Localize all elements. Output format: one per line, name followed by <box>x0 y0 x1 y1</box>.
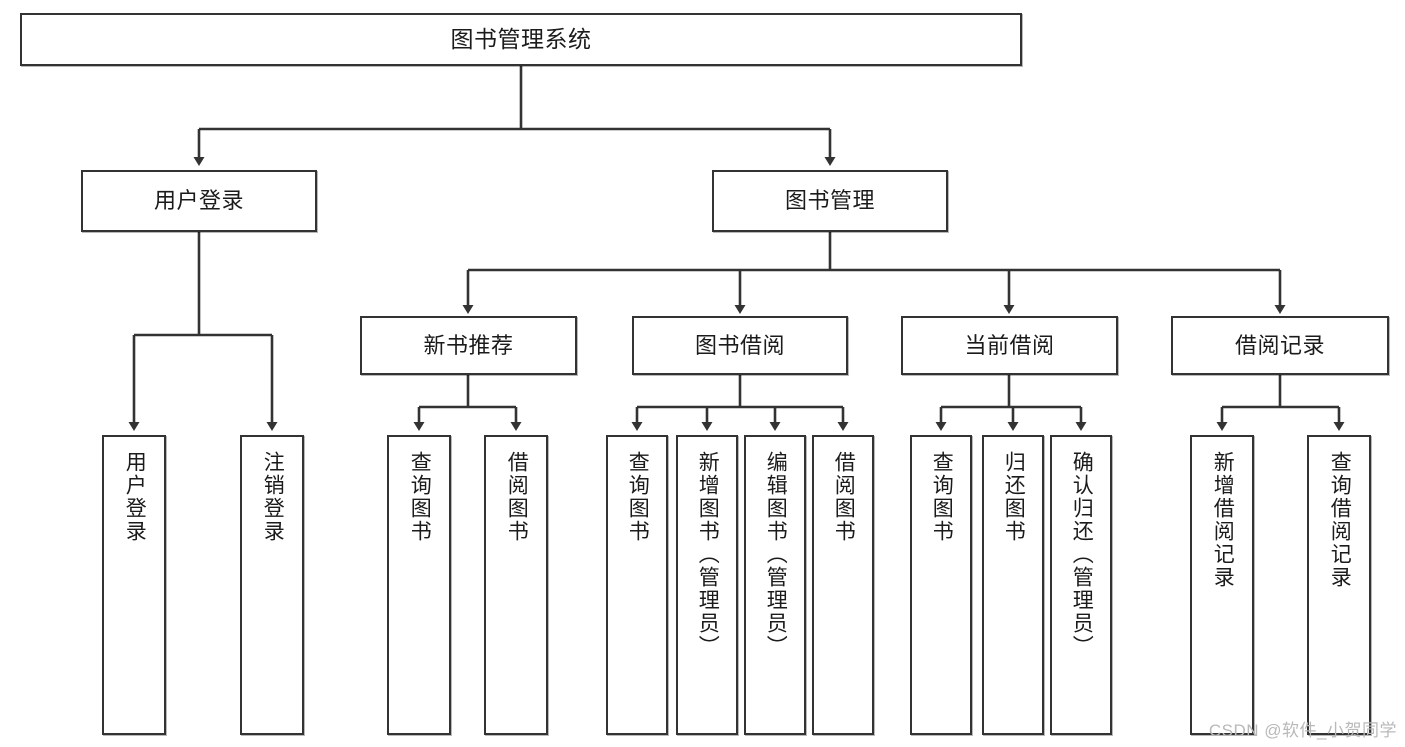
node-leaf-add-book-label: 新增图书（管理员） <box>696 451 720 658</box>
watermark-text: CSDN @软件_小贺同学 <box>1208 721 1397 740</box>
node-user-login[interactable]: 用户登录 <box>81 170 317 232</box>
node-leaf-user-logout[interactable]: 注销登录 <box>240 435 304 735</box>
node-leaf-query-record[interactable]: 查询借阅记录 <box>1307 435 1371 735</box>
node-new-book-rec-label: 新书推荐 <box>423 332 514 358</box>
node-leaf-borrow-book-rec-label: 借阅图书 <box>505 451 529 543</box>
node-leaf-query-book-bb-label: 查询图书 <box>626 451 650 543</box>
node-leaf-borrow-book-bb-label: 借阅图书 <box>832 451 856 543</box>
node-leaf-borrow-book-bb[interactable]: 借阅图书 <box>812 435 874 735</box>
node-leaf-query-book-rec-label: 查询图书 <box>408 451 432 543</box>
node-borrow-record[interactable]: 借阅记录 <box>1171 316 1389 375</box>
node-leaf-query-book-bb[interactable]: 查询图书 <box>606 435 668 735</box>
node-leaf-return-book[interactable]: 归还图书 <box>982 435 1044 735</box>
node-book-borrow[interactable]: 图书借阅 <box>632 316 848 375</box>
node-leaf-query-record-label: 查询借阅记录 <box>1328 451 1352 589</box>
node-leaf-edit-book[interactable]: 编辑图书（管理员） <box>744 435 806 735</box>
node-current-borrow-label: 当前借阅 <box>964 332 1055 358</box>
node-leaf-return-book-label: 归还图书 <box>1002 451 1026 543</box>
node-leaf-query-book-cb-label: 查询图书 <box>930 451 954 543</box>
node-leaf-add-book[interactable]: 新增图书（管理员） <box>676 435 738 735</box>
node-leaf-borrow-book-rec[interactable]: 借阅图书 <box>484 435 548 735</box>
node-root[interactable]: 图书管理系统 <box>20 13 1022 66</box>
node-leaf-user-login[interactable]: 用户登录 <box>102 435 166 735</box>
node-book-borrow-label: 图书借阅 <box>694 332 785 358</box>
node-leaf-user-login-label: 用户登录 <box>123 451 147 543</box>
node-leaf-edit-book-label: 编辑图书（管理员） <box>764 451 788 658</box>
node-book-manage-label: 图书管理 <box>784 188 875 214</box>
node-leaf-user-logout-label: 注销登录 <box>261 451 285 543</box>
node-leaf-add-record-label: 新增借阅记录 <box>1211 451 1235 589</box>
node-current-borrow[interactable]: 当前借阅 <box>901 316 1118 375</box>
node-borrow-record-label: 借阅记录 <box>1234 332 1325 358</box>
node-root-label: 图书管理系统 <box>450 25 592 52</box>
node-book-manage[interactable]: 图书管理 <box>712 170 948 232</box>
node-leaf-confirm-return-label: 确认归还（管理员） <box>1070 451 1094 658</box>
node-leaf-query-book-cb[interactable]: 查询图书 <box>910 435 972 735</box>
node-new-book-rec[interactable]: 新书推荐 <box>360 316 577 375</box>
node-user-login-label: 用户登录 <box>153 188 244 214</box>
node-leaf-query-book-rec[interactable]: 查询图书 <box>387 435 451 735</box>
node-leaf-add-record[interactable]: 新增借阅记录 <box>1190 435 1254 735</box>
node-leaf-confirm-return[interactable]: 确认归还（管理员） <box>1050 435 1112 735</box>
